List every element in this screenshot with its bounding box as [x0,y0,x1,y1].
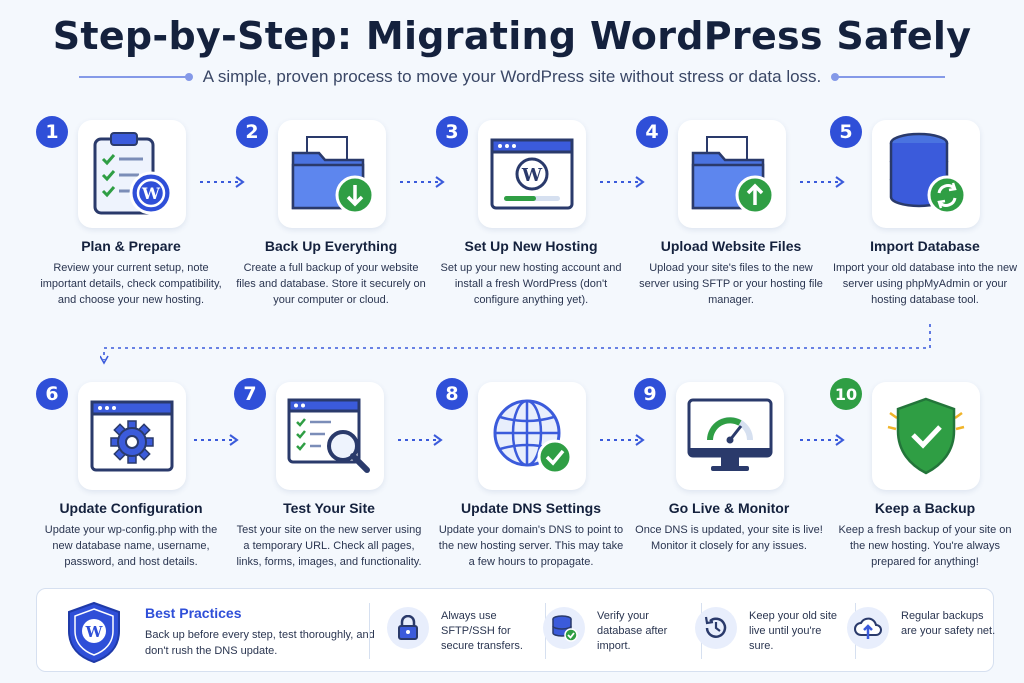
arrow-icon [398,434,443,446]
subtitle-divider-right [831,73,946,81]
subtitle-divider-left [78,73,193,81]
tip-3: Keep your old site live until you're sur… [695,603,845,659]
best-practices-summary: W Best Practices Back up before every st… [61,601,381,663]
database-check-icon [552,615,578,642]
tip-1: Always use SFTP/SSH for secure transfers… [387,603,537,659]
step-7-icon-box [276,382,384,490]
step-6-description: Update your wp-config.php with the new d… [44,524,218,568]
step-9-title: Go Live & Monitor [668,500,790,516]
tip-4-icon-wrap [847,607,889,649]
subtitle-row: A simple, proven process to move your Wo… [0,66,1024,88]
best-practices-panel: W Best Practices Back up before every st… [36,588,997,672]
step-8-title: Update DNS Settings [460,500,601,516]
row-connector [100,324,931,365]
tip-2-text: Verify your database after import. [597,610,668,652]
clipboard-checklist-icon: W [93,132,173,215]
tip-3-icon-wrap [695,607,737,649]
step-9-icon-box [676,382,784,490]
svg-text:W: W [85,623,104,641]
step-9-number: 9 [634,378,666,410]
history-clock-icon [704,616,727,638]
step-2-number: 2 [236,116,268,148]
arrow-icon [600,176,645,188]
step-3-description: Set up your new hosting account and inst… [440,262,622,306]
step-6-number: 6 [36,378,68,410]
step-10-description: Keep a fresh backup of your site on the … [838,524,1012,568]
tip-4: Regular backups are your safety net. [847,603,997,659]
step-7-description: Test your site on the new server using a… [236,524,422,568]
tip-2-icon-wrap [543,607,585,649]
step-3-number: 3 [436,116,468,148]
best-practices-title: Best Practices [145,605,242,621]
step-10-number: 10 [830,378,862,410]
step-3-icon-box: W [478,120,586,228]
globe-check-icon [493,399,573,475]
step-1-title: Plan & Prepare [81,238,181,254]
folder-upload-icon [691,136,775,215]
database-sync-icon [889,132,967,215]
step-2-title: Back Up Everything [264,238,398,254]
shield-check-icon [887,397,965,475]
step-10-title: Keep a Backup [874,500,976,516]
step-8-number: 8 [436,378,468,410]
folder-download-icon [291,136,375,215]
step-5-description: Import your old database into the new se… [832,262,1018,306]
checklist-magnifier-icon [287,398,370,473]
step-10-icon-box [872,382,980,490]
step-5-icon-box [872,120,980,228]
tip-2: Verify your database after import. [543,603,693,659]
wordpress-shield-icon: W [68,601,120,663]
arrow-icon [194,434,239,446]
step-1-number: 1 [36,116,68,148]
step-5-number: 5 [830,116,862,148]
arrow-icon [400,176,445,188]
step-8-icon-box [478,382,586,490]
cloud-upload-icon [854,617,882,639]
svg-text:W: W [141,184,161,203]
step-2-description: Create a full backup of your website fil… [236,262,426,306]
step-1-description: Review your current setup, note importan… [40,262,222,306]
step-4-number: 4 [636,116,668,148]
arrow-icon [800,434,845,446]
tip-4-text: Regular backups are your safety net. [901,610,996,637]
step-5-title: Import Database [870,238,980,254]
browser-wordpress-icon: W [490,138,574,210]
step-6-title: Update Configuration [59,500,203,516]
step-9-description: Once DNS is updated, your site is live! … [635,524,823,552]
divider [369,603,370,659]
step-4-icon-box [678,120,786,228]
browser-gear-icon [90,400,174,472]
step-2-icon-box [278,120,386,228]
step-1-icon-box: W [78,120,186,228]
monitor-gauge-icon [687,398,773,471]
step-3-title: Set Up New Hosting [464,238,598,254]
step-4-title: Upload Website Files [660,238,802,254]
arrow-icon [800,176,845,188]
tip-1-icon-wrap [387,607,429,649]
svg-text:W: W [521,165,543,186]
page-subtitle: A simple, proven process to move your Wo… [202,67,822,86]
step-7-title: Test Your Site [283,500,375,516]
step-7-number: 7 [234,378,266,410]
tip-3-text: Keep your old site live until you're sur… [749,610,838,652]
step-6-icon-box [78,382,186,490]
step-4-description: Upload your site's files to the new serv… [639,262,823,306]
best-practices-text: Back up before every step, test thorough… [145,629,375,657]
arrow-icon [200,176,245,188]
tip-1-text: Always use SFTP/SSH for secure transfers… [441,610,523,652]
step-8-description: Update your domain's DNS to point to the… [438,524,624,568]
page-title: Step-by-Step: Migrating WordPress Safely [52,14,972,58]
arrow-icon [600,434,645,446]
lock-icon [398,615,418,640]
